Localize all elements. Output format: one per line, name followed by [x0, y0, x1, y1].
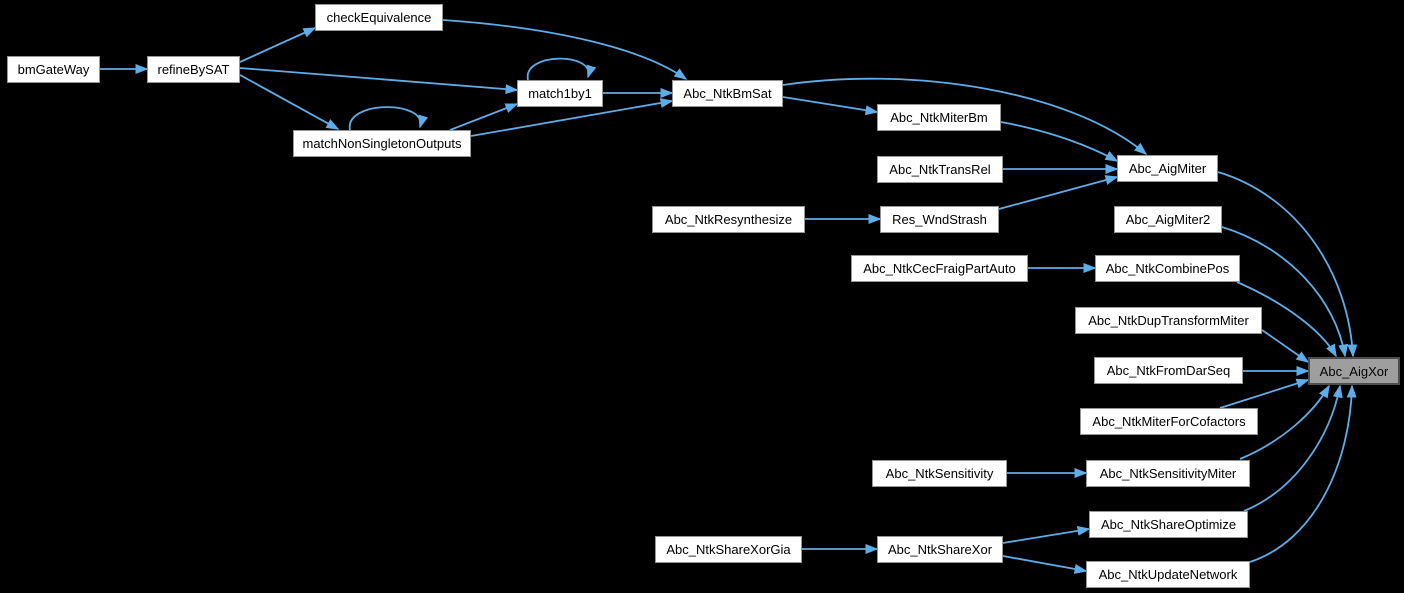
node-label: Abc_NtkFromDarSeq — [1106, 363, 1231, 378]
node-label: Abc_NtkShareXorGia — [666, 542, 791, 557]
node-label: Abc_NtkShareXor — [887, 542, 993, 557]
node-bmGateWay[interactable]: bmGateWay — [7, 56, 100, 83]
node-Abc_NtkBmSat[interactable]: Abc_NtkBmSat — [672, 80, 783, 107]
node-Abc_NtkCombinePos[interactable]: Abc_NtkCombinePos — [1095, 255, 1240, 282]
edge-match1by1-match1by1 — [527, 57, 597, 81]
node-Abc_NtkTransRel[interactable]: Abc_NtkTransRel — [877, 156, 1003, 183]
node-Abc_AigXor: Abc_AigXor — [1308, 357, 1400, 385]
node-Abc_NtkCecFraigPartAuto[interactable]: Abc_NtkCecFraigPartAuto — [851, 255, 1028, 282]
node-label: bmGateWay — [17, 62, 90, 77]
node-label: Abc_NtkMiterForCofactors — [1092, 414, 1246, 429]
node-label: Abc_NtkBmSat — [683, 86, 772, 101]
edges-group — [100, 19, 1358, 574]
node-label: Abc_NtkShareOptimize — [1100, 517, 1237, 532]
node-refineBySAT[interactable]: refineBySAT — [147, 56, 240, 83]
node-label: Abc_NtkSensitivityMiter — [1099, 466, 1237, 481]
node-label: checkEquivalence — [326, 10, 432, 25]
edge-Abc_NtkUpdateNetwork-Abc_AigXor — [1249, 384, 1357, 563]
edge-Abc_AigMiter2-Abc_AigXor — [1221, 226, 1349, 358]
node-match1by1[interactable]: match1by1 — [517, 80, 603, 107]
node-label: Abc_NtkCombinePos — [1105, 261, 1230, 276]
node-label: Abc_AigMiter — [1128, 161, 1207, 176]
node-label: Abc_NtkTransRel — [889, 162, 991, 177]
edge-matchNonSingletonOutputs-Abc_NtkBmSat — [470, 98, 674, 137]
node-checkEquivalence[interactable]: checkEquivalence — [315, 4, 443, 31]
node-Abc_NtkSensitivityMiter[interactable]: Abc_NtkSensitivityMiter — [1086, 460, 1250, 487]
node-Res_WndStrash[interactable]: Res_WndStrash — [880, 206, 999, 233]
edge-Abc_NtkCombinePos-Abc_AigXor — [1236, 281, 1337, 358]
node-label: match1by1 — [528, 86, 592, 101]
node-label: Abc_NtkSensitivity — [885, 466, 994, 481]
node-label: Abc_NtkUpdateNetwork — [1098, 567, 1238, 582]
edge-matchNonSingletonOutputs-match1by1 — [449, 103, 519, 131]
node-Abc_AigMiter2[interactable]: Abc_AigMiter2 — [1114, 206, 1222, 233]
node-Abc_NtkResynthesize[interactable]: Abc_NtkResynthesize — [652, 206, 805, 233]
node-matchNonSingletonOutputs[interactable]: matchNonSingletonOutputs — [293, 130, 471, 157]
node-label: Abc_AigMiter2 — [1125, 212, 1211, 227]
edge-matchNonSingletonOutputs-matchNonSingletonOutputs — [349, 106, 429, 131]
edge-Abc_NtkMiterBm-Abc_AigMiter — [1000, 121, 1119, 162]
node-Abc_NtkMiterForCofactors[interactable]: Abc_NtkMiterForCofactors — [1080, 408, 1258, 435]
node-label: Abc_NtkCecFraigPartAuto — [863, 261, 1016, 276]
node-label: Abc_AigXor — [1319, 363, 1389, 379]
edge-Abc_NtkBmSat-Abc_AigMiter — [782, 77, 1148, 155]
node-Abc_NtkShareXorGia[interactable]: Abc_NtkShareXorGia — [655, 536, 802, 563]
edge-refineBySAT-checkEquivalence — [239, 27, 317, 63]
node-Abc_NtkUpdateNetwork[interactable]: Abc_NtkUpdateNetwork — [1086, 561, 1250, 588]
node-Abc_NtkFromDarSeq[interactable]: Abc_NtkFromDarSeq — [1094, 357, 1243, 384]
edge-Abc_NtkMiterForCofactors-Abc_AigXor — [1219, 378, 1310, 409]
node-label: Res_WndStrash — [892, 212, 987, 227]
edge-refineBySAT-matchNonSingletonOutputs — [239, 74, 340, 130]
edge-Abc_NtkShareXor-Abc_NtkShareOptimize — [1002, 525, 1091, 544]
edge-refineBySAT-match1by1 — [239, 67, 519, 95]
edge-Abc_NtkShareOptimize-Abc_AigXor — [1243, 384, 1343, 512]
node-label: refineBySAT — [157, 62, 230, 77]
edge-Abc_NtkBmSat-Abc_NtkMiterBm — [782, 96, 879, 116]
edge-Abc_NtkSensitivityMiter-Abc_AigXor — [1239, 384, 1330, 460]
edge-Abc_NtkShareXor-Abc_NtkUpdateNetwork — [1002, 555, 1088, 574]
node-label: Abc_NtkMiterBm — [890, 110, 988, 125]
node-Abc_NtkSensitivity[interactable]: Abc_NtkSensitivity — [872, 460, 1007, 487]
edge-Abc_AigMiter-Abc_AigXor — [1217, 171, 1358, 358]
node-Abc_NtkDupTransformMiter[interactable]: Abc_NtkDupTransformMiter — [1075, 307, 1262, 334]
node-label: Abc_NtkDupTransformMiter — [1088, 313, 1249, 328]
node-Abc_AigMiter[interactable]: Abc_AigMiter — [1117, 155, 1218, 182]
edge-Abc_NtkDupTransformMiter-Abc_AigXor — [1261, 329, 1310, 363]
node-Abc_NtkShareOptimize[interactable]: Abc_NtkShareOptimize — [1089, 511, 1248, 538]
edge-checkEquivalence-Abc_NtkBmSat — [442, 19, 688, 80]
edge-Res_WndStrash-Abc_AigMiter — [998, 175, 1119, 210]
node-label: Abc_NtkResynthesize — [664, 212, 793, 227]
node-Abc_NtkShareXor[interactable]: Abc_NtkShareXor — [877, 536, 1003, 563]
node-label: matchNonSingletonOutputs — [302, 136, 462, 151]
node-Abc_NtkMiterBm[interactable]: Abc_NtkMiterBm — [877, 104, 1001, 131]
